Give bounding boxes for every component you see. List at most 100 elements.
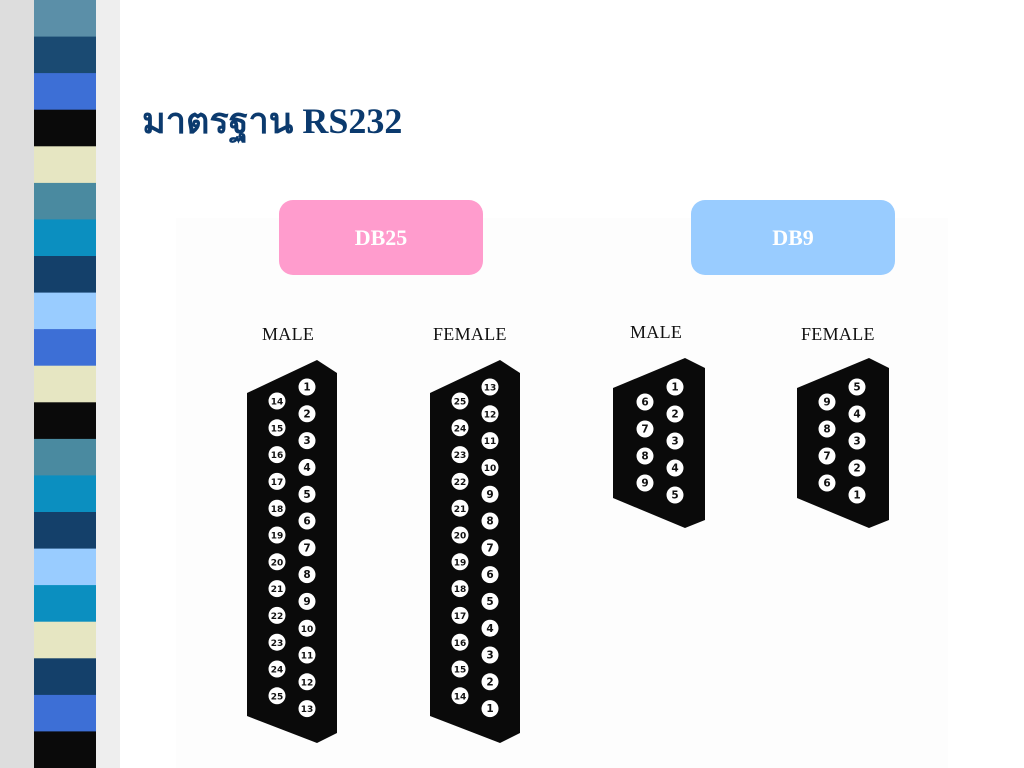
pin-number: 7	[303, 542, 310, 554]
pin	[268, 526, 286, 544]
pin-number: 14	[271, 398, 284, 408]
pin-number: 5	[853, 382, 860, 394]
pin-number: 8	[641, 451, 648, 463]
pin	[666, 432, 684, 450]
stripe-block	[34, 731, 96, 768]
pin	[481, 700, 499, 718]
stripe-block	[34, 219, 96, 257]
pin	[451, 499, 469, 517]
pin-number: 8	[823, 424, 830, 436]
pin	[451, 660, 469, 678]
pin	[268, 687, 286, 705]
pin	[298, 592, 316, 610]
pin-number: 9	[303, 596, 310, 608]
connector-body	[613, 358, 705, 528]
pin-number: 6	[823, 478, 830, 490]
pin-number: 15	[271, 424, 284, 434]
connector-body	[247, 360, 337, 743]
pin	[666, 486, 684, 504]
pin-number: 12	[301, 678, 314, 688]
pin	[818, 447, 836, 465]
pin	[481, 512, 499, 530]
pin-number: 1	[853, 490, 860, 502]
connector-body	[797, 358, 889, 528]
stripe-block	[34, 292, 96, 330]
stripe-block	[34, 548, 96, 586]
pin-number: 2	[486, 676, 493, 688]
pin	[848, 432, 866, 450]
pin	[636, 420, 654, 438]
pin	[481, 485, 499, 503]
pin-number: 14	[454, 692, 467, 702]
pin	[451, 446, 469, 464]
pin-number: 15	[454, 666, 467, 676]
stripe-block	[34, 585, 96, 623]
pin-number: 7	[486, 542, 493, 554]
pin	[268, 446, 286, 464]
pin-number: 5	[671, 490, 678, 502]
pin	[481, 405, 499, 423]
pin-number: 17	[454, 612, 467, 622]
slide-title: มาตรฐาน RS232	[142, 101, 403, 141]
pin-number: 4	[671, 463, 678, 475]
stripe-edge	[96, 0, 120, 768]
pin	[451, 606, 469, 624]
pin-number: 24	[454, 424, 467, 434]
pin-number: 4	[486, 623, 493, 635]
pin	[298, 458, 316, 476]
pin-number: 20	[454, 532, 467, 542]
pin-number: 8	[486, 516, 493, 528]
pin-number: 2	[853, 463, 860, 475]
stripe-block	[34, 329, 96, 367]
pin-number: 1	[486, 703, 493, 715]
pin-number: 9	[641, 478, 648, 490]
pin	[298, 539, 316, 557]
stripe-block	[34, 182, 96, 220]
pin-number: 7	[641, 424, 648, 436]
pin	[848, 486, 866, 504]
pin	[818, 393, 836, 411]
pin	[636, 393, 654, 411]
pin-number: 5	[486, 596, 493, 608]
pin	[666, 459, 684, 477]
pin-number: 3	[486, 650, 493, 662]
pin	[268, 660, 286, 678]
pin	[298, 512, 316, 530]
db25-tag: DB25	[279, 200, 483, 275]
pin-number: 3	[671, 436, 678, 448]
db9-tag-label: DB9	[772, 224, 814, 250]
stripe-shadow	[0, 0, 34, 768]
stripe-block	[34, 512, 96, 550]
pin-number: 16	[454, 639, 467, 649]
pin-number: 19	[271, 532, 284, 542]
pin-number: 22	[271, 612, 284, 622]
pin	[451, 580, 469, 598]
pin-number: 9	[486, 489, 493, 501]
pin	[298, 485, 316, 503]
pin-number: 21	[271, 585, 284, 595]
pin	[268, 633, 286, 651]
pin-number: 5	[303, 489, 310, 501]
pin	[481, 378, 499, 396]
pin	[298, 566, 316, 584]
pin-number: 1	[303, 382, 310, 394]
pin-number: 6	[486, 569, 493, 581]
pin	[451, 419, 469, 437]
pin	[666, 378, 684, 396]
pin-number: 18	[454, 585, 467, 595]
stripe-block	[34, 621, 96, 659]
pin	[298, 432, 316, 450]
pin-number: 22	[454, 478, 467, 488]
pin	[268, 392, 286, 410]
pin-number: 6	[641, 397, 648, 409]
pin	[481, 592, 499, 610]
pin	[268, 553, 286, 571]
pin	[636, 474, 654, 492]
pin-number: 25	[271, 692, 284, 702]
pin	[481, 619, 499, 637]
stripe-block	[34, 475, 96, 513]
pin	[298, 378, 316, 396]
pin	[451, 392, 469, 410]
